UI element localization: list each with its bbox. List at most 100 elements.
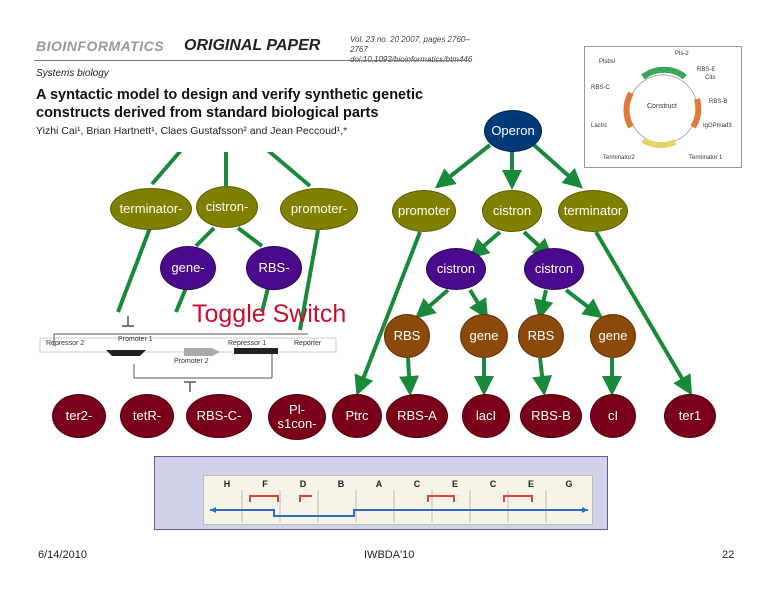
paper-authors: Yizhi Cai¹, Brian Hartnett¹, Claes Gusta… <box>36 125 348 137</box>
node-gene-right-a: gene <box>460 314 508 358</box>
node-promoter-left: promoter- <box>280 188 358 230</box>
node-gene-right-b: gene <box>590 314 636 358</box>
edge <box>564 288 604 319</box>
node-label: RBS-C- <box>196 408 242 423</box>
strip-label: D <box>299 479 307 489</box>
grammar-strip-box: H F D B A C E C E G <box>154 456 608 530</box>
node-rbs-left: RBS- <box>246 246 302 290</box>
node-cistron-right-a: cistron <box>426 248 486 290</box>
footer-page-number: 22 <box>722 549 735 561</box>
paper-header: BIOINFORMATICS ORIGINAL PAPER Vol. 23 no… <box>30 30 474 152</box>
construct-center-label: Construct <box>647 103 677 110</box>
construct-label: Terminator 1 <box>689 155 723 161</box>
node-gene-left: gene- <box>160 246 216 290</box>
strip-label: C <box>489 479 497 489</box>
journal-name: BIOINFORMATICS <box>36 38 165 54</box>
construct-label: Terminator2 <box>603 155 635 161</box>
node-label: terminator <box>563 203 623 218</box>
edge <box>594 230 693 396</box>
node-label: Ptrc <box>345 408 369 423</box>
promoter-1-label: Promoter 1 <box>118 336 153 343</box>
volume-line: Vol. 23 no. 20 2007, pages 2760–2767 <box>350 35 470 54</box>
edge <box>532 357 553 396</box>
node-operon: Operon <box>484 110 542 152</box>
node-label: promoter- <box>290 201 348 216</box>
node-cistron-right-b: cistron <box>524 248 584 290</box>
node-label: gene- <box>171 260 205 275</box>
edge <box>236 226 264 248</box>
node-rbs-right-b: RBS <box>518 314 564 358</box>
construct-label: LacIrc <box>591 123 608 129</box>
node-label: cistron- <box>205 199 249 214</box>
repressor-1-label: Repressor 1 <box>228 340 267 347</box>
construct-label: RBS-E <box>697 67 716 73</box>
construct-label: RBS-B <box>709 99 728 105</box>
strip-label: C <box>413 479 421 489</box>
edge <box>434 143 492 189</box>
leaf-ci: cI <box>590 394 636 438</box>
node-label: lacI <box>475 408 497 423</box>
node-label: cistron <box>534 261 574 276</box>
edge <box>399 357 420 396</box>
node-label: ter2- <box>65 408 93 423</box>
node-label: ter1 <box>678 408 702 423</box>
edge <box>174 287 188 313</box>
leaf-ptrc: Ptrc <box>332 394 382 438</box>
leaf-ter1: ter1 <box>664 394 716 438</box>
construct-label: Cits <box>705 75 716 81</box>
edge <box>468 230 502 259</box>
divider <box>34 60 470 61</box>
edge <box>260 287 270 313</box>
strip-label: B <box>337 479 345 489</box>
node-label: terminator- <box>119 201 183 216</box>
paper-section: Systems biology <box>36 68 109 79</box>
leaf-pl-s1con: Pl-s1con- <box>268 394 326 440</box>
leaf-rbs-c: RBS-C- <box>186 394 252 438</box>
leaf-laci: lacI <box>462 394 510 438</box>
construct-label: Plsbsi <box>599 59 616 65</box>
edge <box>298 229 320 331</box>
node-label: RBS-B <box>531 408 571 423</box>
paper-title: A syntactic model to design and verify s… <box>36 87 424 121</box>
reporter-label: Reporter <box>294 340 322 347</box>
edge <box>116 227 152 313</box>
construct-label: Pls-2 <box>675 51 689 57</box>
construct-label: RBS-C <box>591 85 610 91</box>
volume-info: Vol. 23 no. 20 2007, pages 2760–2767 doi… <box>350 35 474 65</box>
node-promoter-right: promoter <box>392 190 456 232</box>
node-label: cI <box>607 408 619 423</box>
construct-label: IgGPmad3 <box>703 123 732 129</box>
strip-label: E <box>527 479 534 489</box>
node-label: gene <box>598 328 628 343</box>
strip-label: F <box>262 479 268 489</box>
node-label: tetR- <box>132 408 162 423</box>
edge <box>354 231 422 396</box>
leaf-ter2: ter2- <box>52 394 106 438</box>
node-terminator-left: terminator- <box>110 188 192 230</box>
node-label: gene <box>469 328 499 343</box>
node-cistron-right: cistron <box>482 190 542 232</box>
edge <box>533 289 554 320</box>
node-cistron-left: cistron- <box>196 186 258 228</box>
node-label: cistron <box>492 203 532 218</box>
leaf-rbs-a: RBS-A <box>386 394 448 438</box>
node-label: RBS- <box>258 260 290 275</box>
grammar-strip: H F D B A C E C E G <box>203 475 593 525</box>
strip-arrows-icon <box>210 490 588 522</box>
node-terminator-right: terminator <box>558 190 628 232</box>
node-label: cistron <box>436 261 476 276</box>
node-label: RBS-A <box>397 408 437 423</box>
toggle-switch-title: Toggle Switch <box>192 300 347 328</box>
strip-label: E <box>451 479 458 489</box>
node-label: Pl-s1con- <box>277 402 317 431</box>
leaf-tetr: tetR- <box>120 394 174 438</box>
paper-type: ORIGINAL PAPER <box>184 37 321 54</box>
strip-label: A <box>375 479 383 489</box>
edge <box>468 288 489 320</box>
strip-label: H <box>223 479 231 489</box>
node-label: RBS <box>527 328 555 343</box>
construct-figure: Pls-2 Plsbsi RBS-E Cits RBS-B Construct … <box>584 46 742 168</box>
footer-date: 6/14/2010 <box>38 549 87 561</box>
